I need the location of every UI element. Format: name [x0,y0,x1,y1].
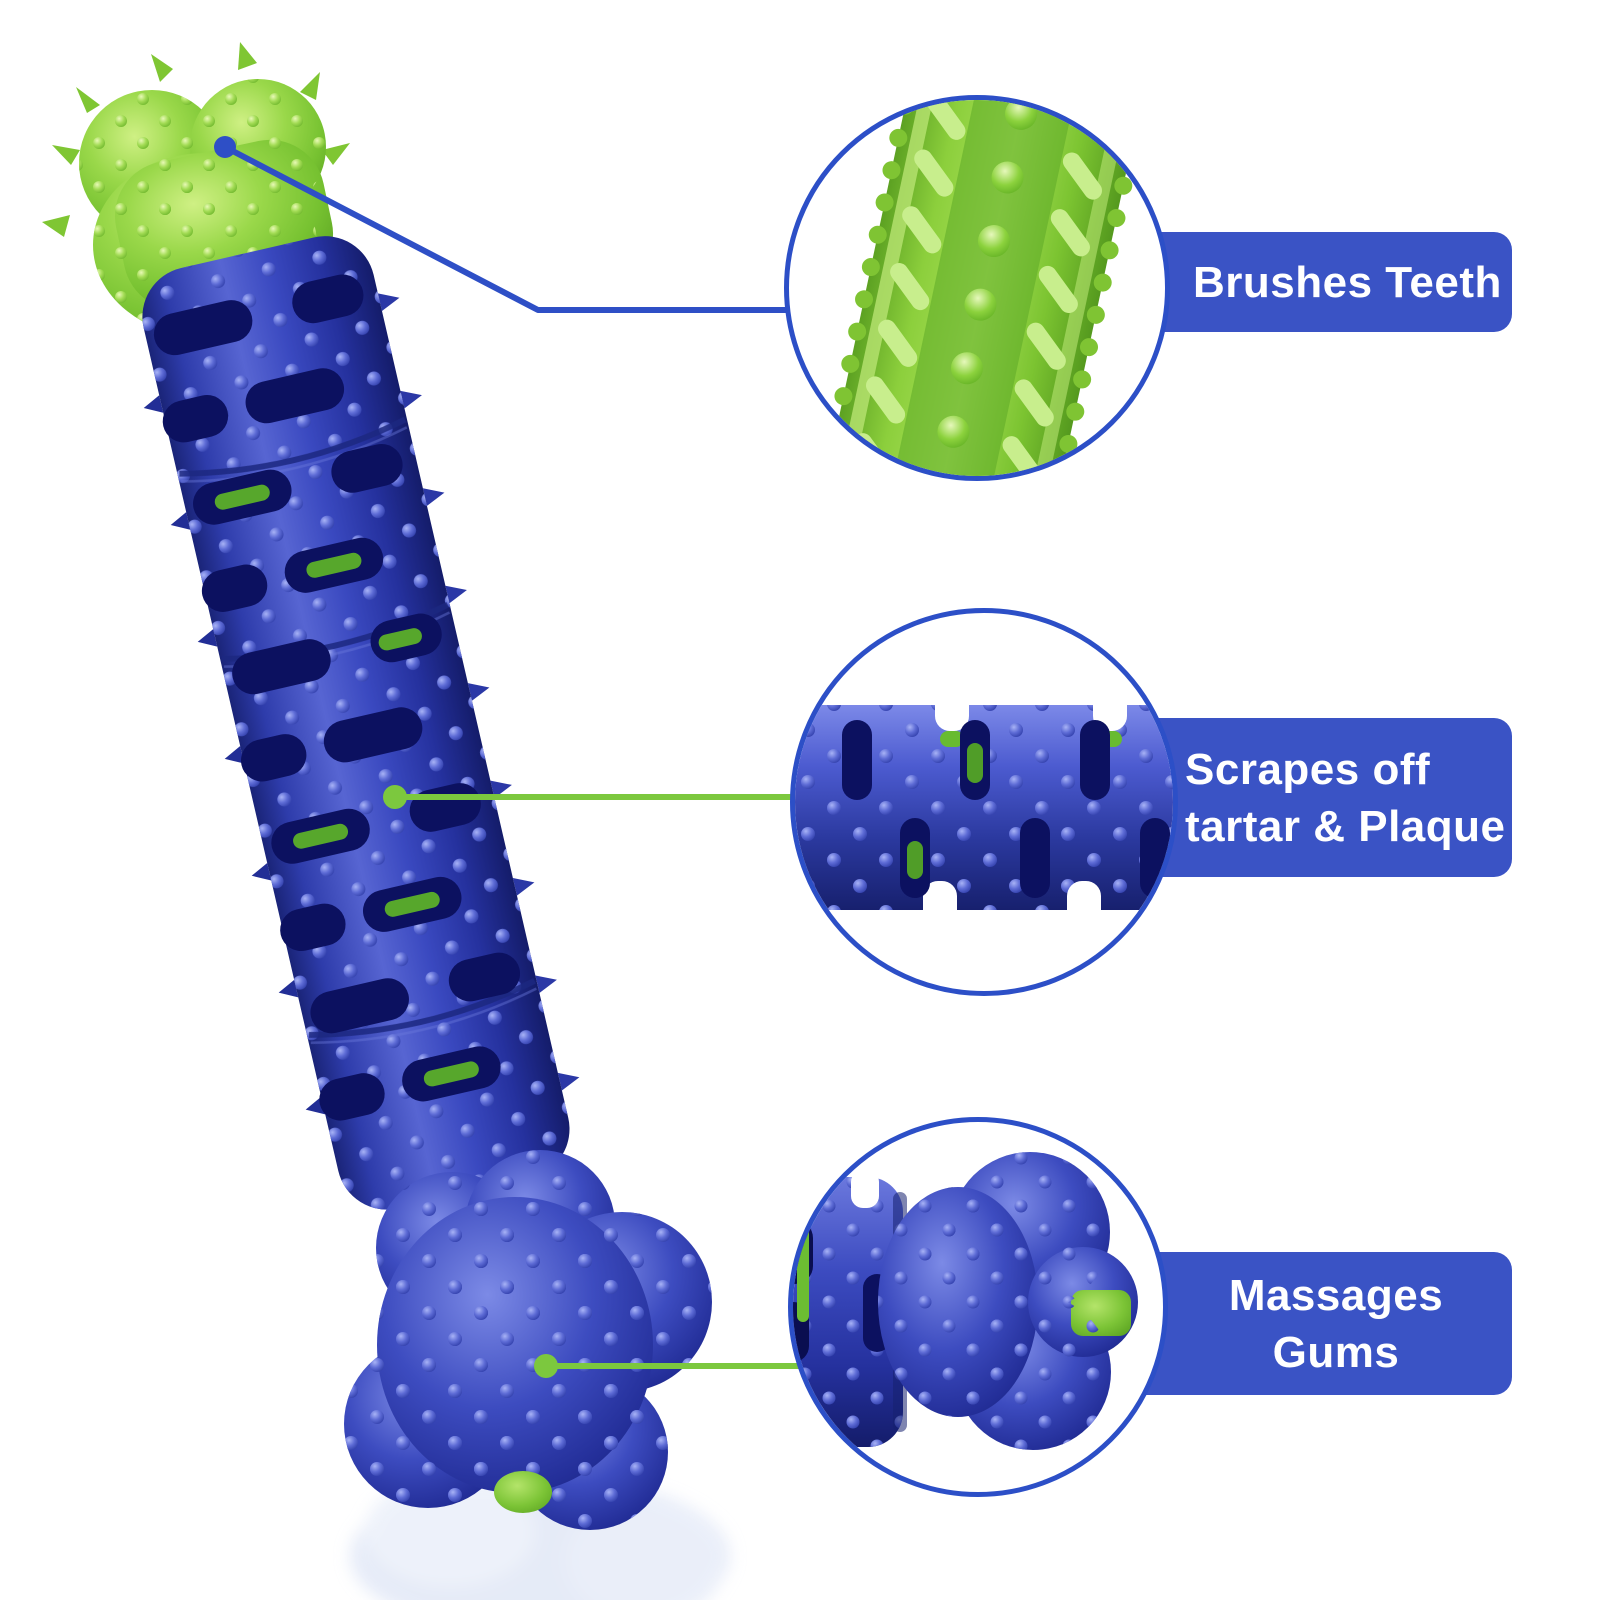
callout-label-line1: Scrapes off [1185,744,1431,794]
callout-dot-brushes-teeth [214,136,236,158]
roller-slots [842,720,1170,898]
magnifier-circle-massages-gums [788,1117,1168,1497]
callout-label-line1: Massages [1228,1270,1444,1320]
callout-dot-massages-gums [534,1354,558,1378]
end-green-core-sliver [797,1227,809,1322]
bone-massager-closeup [793,1152,1138,1450]
callout-banner-brushes-teeth: Brushes Teeth [1115,232,1512,332]
bottom-bone [344,1150,712,1530]
end-top-notch [851,1170,879,1208]
scraper-roller-closeup [795,687,1173,925]
callout-label: Brushes Teeth [1193,257,1502,307]
callout-banner-scrapes-tartar: Scrapes off tartar & Plaque [1115,718,1512,877]
callout-label-line2: tartar & Plaque [1185,801,1506,851]
cap-spikes [42,42,350,237]
slot-green-glimpses [907,743,983,879]
magnifier-circle-brushes-teeth [784,95,1170,481]
callout-connectors [214,136,818,1378]
center-massage-balls [937,100,1038,448]
roller-segment-notches [923,687,1127,925]
callout-dot-scrapes-tartar [383,785,407,809]
connector-line-brushes-teeth [222,144,818,313]
callout-banner-massages-gums: Massages Gums [1110,1252,1512,1395]
green-core-glimpses [214,484,479,1087]
blue-shaft [142,236,580,1210]
green-end-nub [494,1471,552,1513]
bristle-pills [853,100,1115,476]
callout-label-line2: Gums [1272,1327,1400,1377]
magnifier-circle-scrapes-tartar [790,608,1178,996]
brush-strip-closeup [819,100,1149,476]
shaft-edge-spikes [143,293,580,1115]
bone-knob [878,1152,1138,1450]
